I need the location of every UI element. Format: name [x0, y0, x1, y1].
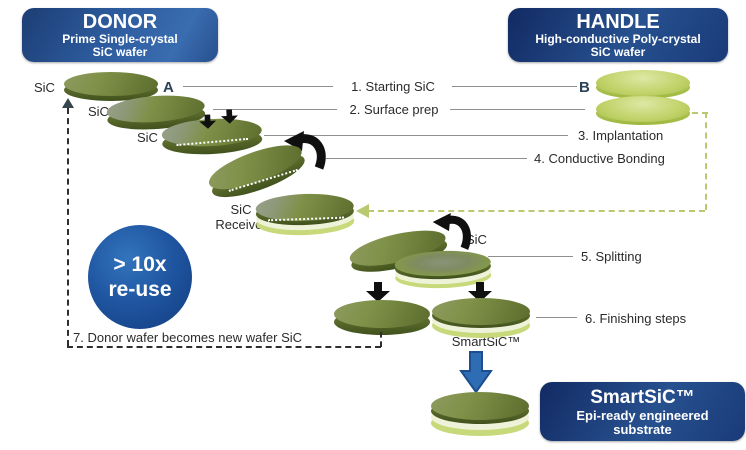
reuse-badge-line2: re-use — [108, 278, 172, 301]
result-arrow-icon — [459, 351, 493, 394]
implant-arrow-icon — [220, 109, 238, 124]
connector-step4 — [326, 158, 527, 159]
handle-path-top-segment — [692, 112, 708, 114]
marker-a: A — [163, 79, 174, 96]
smartsic-box: SmartSiC™ Epi-ready engineered substrate — [540, 382, 745, 441]
flip-rotate-arrow-icon — [284, 131, 326, 170]
receiver-label-line2: Receiver — [215, 217, 267, 232]
handle-subtitle-2: SiC wafer — [590, 45, 646, 59]
donor-subtitle-1: Prime Single-crystal — [62, 32, 178, 46]
step-7-label: 7. Donor wafer becomes new wafer SiC — [73, 330, 303, 345]
handle-path-horizontal — [368, 210, 705, 212]
wafer-final-substrate — [431, 392, 529, 438]
receiver-label: SiC Receiver — [210, 202, 272, 232]
smartsic-subtitle-1: Epi-ready engineered — [576, 408, 709, 423]
wafer-handle-prepped — [596, 96, 690, 126]
step-2-label: 2. Surface prep — [349, 102, 439, 117]
connector-step3 — [264, 135, 568, 136]
connector-step5 — [488, 256, 573, 257]
finish-arrow-left-icon — [366, 282, 390, 302]
step-3-label: 3. Implantation — [578, 128, 664, 143]
sic-label-3: SiC — [137, 130, 158, 145]
step-4-label: 4. Conductive Bonding — [534, 151, 665, 166]
receiver-label-line1: SiC — [230, 202, 252, 217]
wafer-top-surface — [432, 298, 530, 325]
reuse-badge: > 10x re-use — [88, 225, 192, 329]
sic-label-1: SiC — [34, 80, 55, 95]
wafer-recycled-donor — [334, 300, 430, 338]
wafer-top-surface — [596, 70, 690, 96]
reuse-badge-line1: > 10x — [113, 253, 167, 276]
smartsic-title: SmartSiC™ — [590, 387, 695, 408]
wafer-handle-starting — [596, 70, 690, 100]
step-5-label: 5. Splitting — [581, 249, 642, 264]
reuse-path-horizontal — [67, 346, 381, 348]
smartsic-wafer-label: SmartSiC™ — [451, 334, 521, 349]
connector-step6 — [536, 317, 577, 318]
reuse-path-tick — [380, 332, 382, 347]
connector-step2-left — [213, 109, 337, 110]
implant-arrow-icon — [199, 114, 217, 129]
wafer-starting-sic — [64, 72, 158, 102]
connector-step1-left — [183, 86, 333, 87]
connector-step2-right — [450, 109, 585, 110]
reuse-path-arrowhead-icon — [62, 98, 74, 108]
step-1-label: 1. Starting SiC — [351, 79, 435, 94]
smartsic-subtitle-2: substrate — [613, 422, 672, 437]
split-rotate-arrow-icon — [432, 213, 471, 250]
finish-arrow-right-icon — [468, 282, 492, 302]
step-6-label: 6. Finishing steps — [585, 311, 687, 326]
sic-label-2: SiC — [88, 104, 109, 119]
handle-path-arrowhead-icon — [356, 204, 369, 218]
handle-box: HANDLE High-conductive Poly-crystal SiC … — [508, 8, 728, 62]
connector-step1-right — [452, 86, 577, 87]
wafer-smartsic — [432, 298, 530, 340]
marker-b: B — [579, 79, 590, 96]
wafer-top-surface — [334, 300, 430, 328]
wafer-top-surface — [431, 392, 529, 420]
donor-box: DONOR Prime Single-crystal SiC wafer — [22, 8, 218, 62]
handle-title: HANDLE — [576, 11, 660, 33]
reuse-path-vertical — [67, 108, 69, 346]
handle-subtitle-1: High-conductive Poly-crystal — [535, 32, 701, 46]
donor-title: DONOR — [82, 11, 158, 33]
handle-path-vertical — [705, 112, 707, 210]
donor-subtitle-2: SiC wafer — [92, 45, 148, 59]
split-sic-label: SiC — [466, 232, 487, 247]
wafer-top-surface — [64, 72, 158, 96]
wafer-sic-receiver-stack — [255, 192, 355, 237]
wafer-top-surface — [596, 96, 690, 122]
wafer-implantation — [161, 109, 263, 157]
